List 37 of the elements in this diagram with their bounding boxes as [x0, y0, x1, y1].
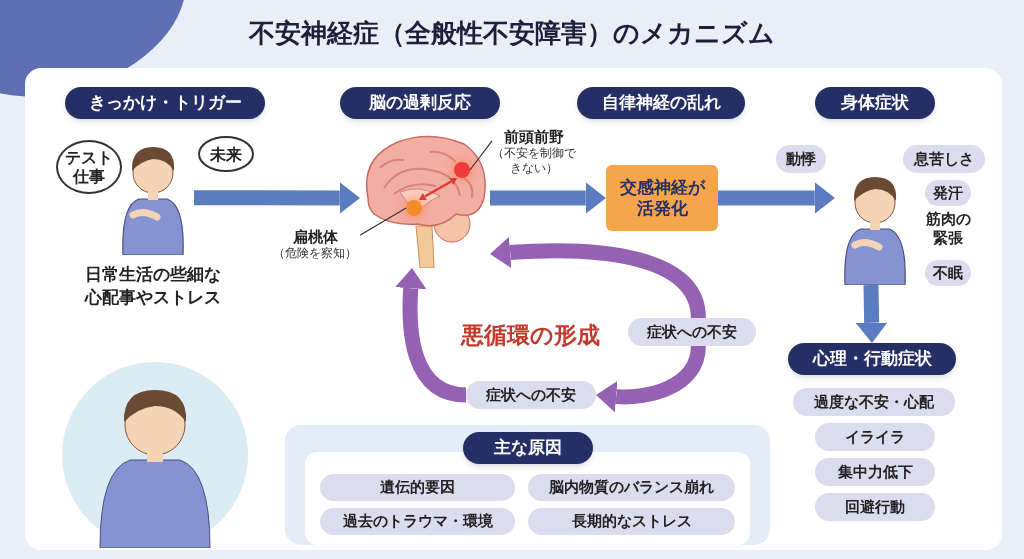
- section-heading: 脳の過剰反応: [340, 87, 500, 119]
- section-heading: きっかけ・トリガー: [65, 87, 265, 119]
- region-name: 扁桃体: [292, 228, 338, 246]
- cause-tag: 脳内物質のバランス崩れ: [528, 474, 735, 501]
- section-heading: 心理・行動症状: [788, 343, 956, 375]
- cause-tag: 遺伝的要因: [320, 474, 515, 501]
- symptom-tag: 集中力低下: [815, 458, 935, 486]
- leader-line: [469, 140, 493, 171]
- cycle-tag: 症状への不安: [466, 381, 596, 409]
- symptom-tag: 回避行動: [815, 493, 935, 521]
- symptom-tag: 発汗: [925, 180, 971, 206]
- region-note: （危険を察知）: [273, 246, 357, 261]
- leader-line: [359, 207, 407, 236]
- cause-tag: 過去のトラウマ・環境: [320, 508, 515, 535]
- region-note: （不安を制御できない）: [492, 146, 576, 176]
- diagram-title: 不安神経症（全般性不安障害）のメカニズム: [247, 17, 776, 50]
- process-box: 交感神経が活発化: [606, 165, 718, 231]
- block-arrow: [490, 182, 606, 214]
- section-heading: 身体症状: [815, 87, 935, 119]
- section-heading: 主な原因: [462, 432, 593, 464]
- symptom-tag: イライラ: [815, 423, 935, 451]
- region-name: 前頭前野: [504, 128, 564, 146]
- block-arrow: [855, 284, 888, 343]
- arrow: [418, 178, 458, 200]
- symptom-tag: 過度な不安・心配: [793, 388, 955, 416]
- block-arrow: [194, 182, 360, 214]
- symptom-tag: 動悸: [776, 145, 826, 173]
- caption-text: 日常生活の些細な心配事やストレス: [83, 263, 222, 309]
- cycle-label: 悪循環の形成: [459, 321, 601, 350]
- cause-tag: 長期的なストレス: [528, 508, 735, 535]
- cause-panel: [285, 425, 770, 545]
- symptom-tag: 不眠: [925, 260, 971, 286]
- section-heading: 自律神経の乱れ: [577, 87, 745, 119]
- symptom-tag: 息苦しさ: [903, 145, 985, 173]
- cycle-tag: 症状への不安: [628, 318, 756, 346]
- symptom-label: 筋肉の緊張: [924, 210, 972, 248]
- block-arrow: [718, 182, 835, 214]
